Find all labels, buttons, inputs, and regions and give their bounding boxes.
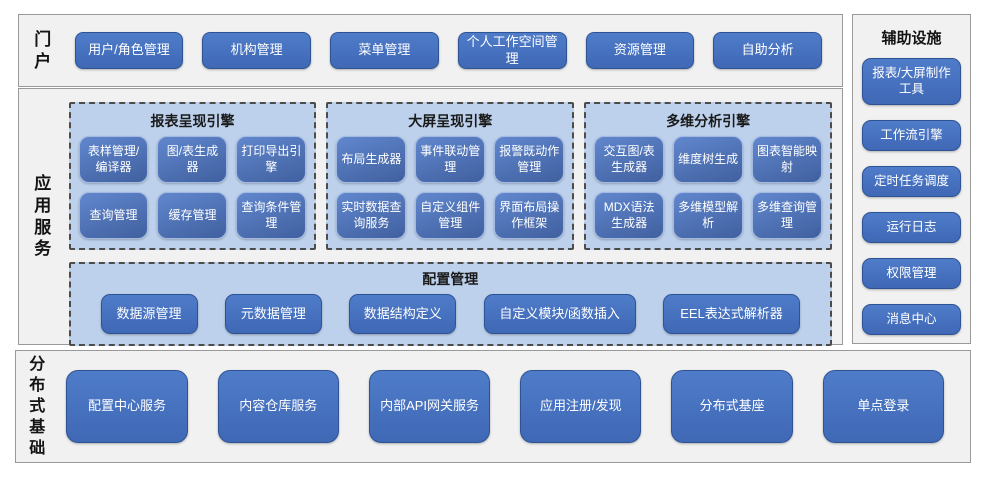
- config-btn-data-structure[interactable]: 数据结构定义: [349, 294, 457, 334]
- dist-btn-sso[interactable]: 单点登录: [822, 370, 944, 443]
- report-engine-btn-style-compiler[interactable]: 表样管理/编译器: [78, 136, 149, 183]
- bigscreen-engine-panel: 大屏呈现引擎 布局生成器 事件联动管理 报警既动作管理 实时数据查询服务 自定义…: [326, 102, 575, 250]
- portal-buttons: 用户/角色管理 机构管理 菜单管理 个人工作空间管理 资源管理 自助分析: [74, 15, 823, 86]
- portal-button-resource[interactable]: 资源管理: [585, 32, 695, 69]
- olap-engine-title: 多维分析引擎: [666, 113, 751, 129]
- app-services-section: 应用服务 报表呈现引擎 表样管理/编译器 图/表生成器 打印导出引擎 查询管理 …: [18, 88, 843, 346]
- bigscreen-engine-grid: 布局生成器 事件联动管理 报警既动作管理 实时数据查询服务 自定义组件管理 界面…: [336, 136, 565, 239]
- aux-btn-run-logs[interactable]: 运行日志: [862, 212, 961, 243]
- config-btn-custom-module[interactable]: 自定义模块/函数插入: [483, 294, 636, 334]
- dist-btn-config-center[interactable]: 配置中心服务: [66, 370, 188, 443]
- aux-facilities-buttons: 报表/大屏制作工具 工作流引擎 定时任务调度 运行日志 权限管理 消息中心: [862, 58, 961, 335]
- config-btn-metadata[interactable]: 元数据管理: [224, 294, 322, 334]
- dist-btn-api-gateway[interactable]: 内部API网关服务: [368, 370, 491, 443]
- bigscreen-btn-event-linkage[interactable]: 事件联动管理: [415, 136, 486, 183]
- aux-btn-workflow-engine[interactable]: 工作流引擎: [862, 120, 961, 151]
- dist-btn-app-registry[interactable]: 应用注册/发现: [520, 370, 642, 443]
- report-engine-grid: 表样管理/编译器 图/表生成器 打印导出引擎 查询管理 缓存管理 查询条件管理: [78, 136, 307, 239]
- app-services-label: 应用服务: [34, 174, 52, 259]
- bigscreen-btn-realtime-query[interactable]: 实时数据查询服务: [336, 192, 407, 239]
- report-engine-btn-print-export[interactable]: 打印导出引擎: [236, 136, 307, 183]
- aux-btn-scheduler[interactable]: 定时任务调度: [862, 166, 961, 197]
- report-engine-btn-cache-mgmt[interactable]: 缓存管理: [157, 192, 228, 239]
- portal-section: 门户 用户/角色管理 机构管理 菜单管理 个人工作空间管理 资源管理 自助分析: [18, 14, 843, 87]
- aux-facilities-title: 辅助设施: [881, 30, 942, 47]
- aux-btn-message-center[interactable]: 消息中心: [862, 304, 961, 335]
- distributed-base-label: 分布式基础: [29, 355, 46, 458]
- bigscreen-btn-layout-generator[interactable]: 布局生成器: [336, 136, 407, 183]
- olap-btn-query-mgmt[interactable]: 多维查询管理: [752, 192, 822, 239]
- report-engine-btn-chart-generator[interactable]: 图/表生成器: [157, 136, 228, 183]
- portal-button-org[interactable]: 机构管理: [202, 32, 312, 69]
- report-engine-btn-query-mgmt[interactable]: 查询管理: [78, 192, 149, 239]
- portal-button-workspace[interactable]: 个人工作空间管理: [457, 32, 567, 69]
- portal-label: 门户: [34, 29, 52, 71]
- olap-engine-panel: 多维分析引擎 交互图/表生成器 维度树生成 图表智能映射 MDX语法生成器 多维…: [584, 102, 832, 250]
- config-btn-eel-parser[interactable]: EEL表达式解析器: [662, 294, 800, 334]
- portal-button-user-role[interactable]: 用户/角色管理: [74, 32, 184, 69]
- app-services-content: 报表呈现引擎 表样管理/编译器 图/表生成器 打印导出引擎 查询管理 缓存管理 …: [68, 89, 832, 346]
- config-mgmt-buttons: 数据源管理 元数据管理 数据结构定义 自定义模块/函数插入 EEL表达式解析器: [81, 294, 820, 334]
- bigscreen-btn-alarm-action[interactable]: 报警既动作管理: [494, 136, 565, 183]
- bigscreen-btn-ui-layout-framework[interactable]: 界面布局操作框架: [494, 192, 565, 239]
- engine-panels: 报表呈现引擎 表样管理/编译器 图/表生成器 打印导出引擎 查询管理 缓存管理 …: [68, 102, 832, 250]
- distributed-base-buttons: 配置中心服务 内容仓库服务 内部API网关服务 应用注册/发现 分布式基座 单点…: [66, 351, 944, 462]
- report-engine-panel: 报表呈现引擎 表样管理/编译器 图/表生成器 打印导出引擎 查询管理 缓存管理 …: [68, 102, 317, 250]
- olap-btn-interactive-chart[interactable]: 交互图/表生成器: [594, 136, 665, 183]
- aux-btn-report-maker[interactable]: 报表/大屏制作工具: [862, 58, 961, 105]
- aux-btn-permission-mgmt[interactable]: 权限管理: [862, 258, 961, 289]
- olap-btn-model-parser[interactable]: 多维模型解析: [673, 192, 744, 239]
- olap-engine-grid: 交互图/表生成器 维度树生成 图表智能映射 MDX语法生成器 多维模型解析 多维…: [594, 136, 822, 239]
- olap-btn-dimension-tree[interactable]: 维度树生成: [673, 136, 744, 183]
- dist-btn-distributed-pedestal[interactable]: 分布式基座: [671, 370, 793, 443]
- olap-btn-mdx-generator[interactable]: MDX语法生成器: [594, 192, 665, 239]
- olap-btn-chart-mapping[interactable]: 图表智能映射: [752, 136, 822, 183]
- report-engine-btn-query-condition[interactable]: 查询条件管理: [236, 192, 307, 239]
- report-engine-title: 报表呈现引擎: [150, 113, 235, 129]
- bigscreen-engine-title: 大屏呈现引擎: [408, 113, 493, 129]
- config-btn-datasource[interactable]: 数据源管理: [100, 294, 198, 334]
- dist-btn-content-repo[interactable]: 内容仓库服务: [217, 370, 339, 443]
- portal-button-menu[interactable]: 菜单管理: [330, 32, 439, 69]
- bigscreen-btn-custom-component[interactable]: 自定义组件管理: [415, 192, 486, 239]
- portal-button-selfservice[interactable]: 自助分析: [713, 32, 823, 69]
- config-mgmt-panel: 配置管理 数据源管理 元数据管理 数据结构定义 自定义模块/函数插入 EEL表达…: [68, 262, 832, 346]
- distributed-base-section: 分布式基础 配置中心服务 内容仓库服务 内部API网关服务 应用注册/发现 分布…: [15, 350, 971, 463]
- config-mgmt-title: 配置管理: [422, 271, 479, 287]
- aux-facilities-section: 辅助设施 报表/大屏制作工具 工作流引擎 定时任务调度 运行日志 权限管理 消息…: [852, 14, 971, 344]
